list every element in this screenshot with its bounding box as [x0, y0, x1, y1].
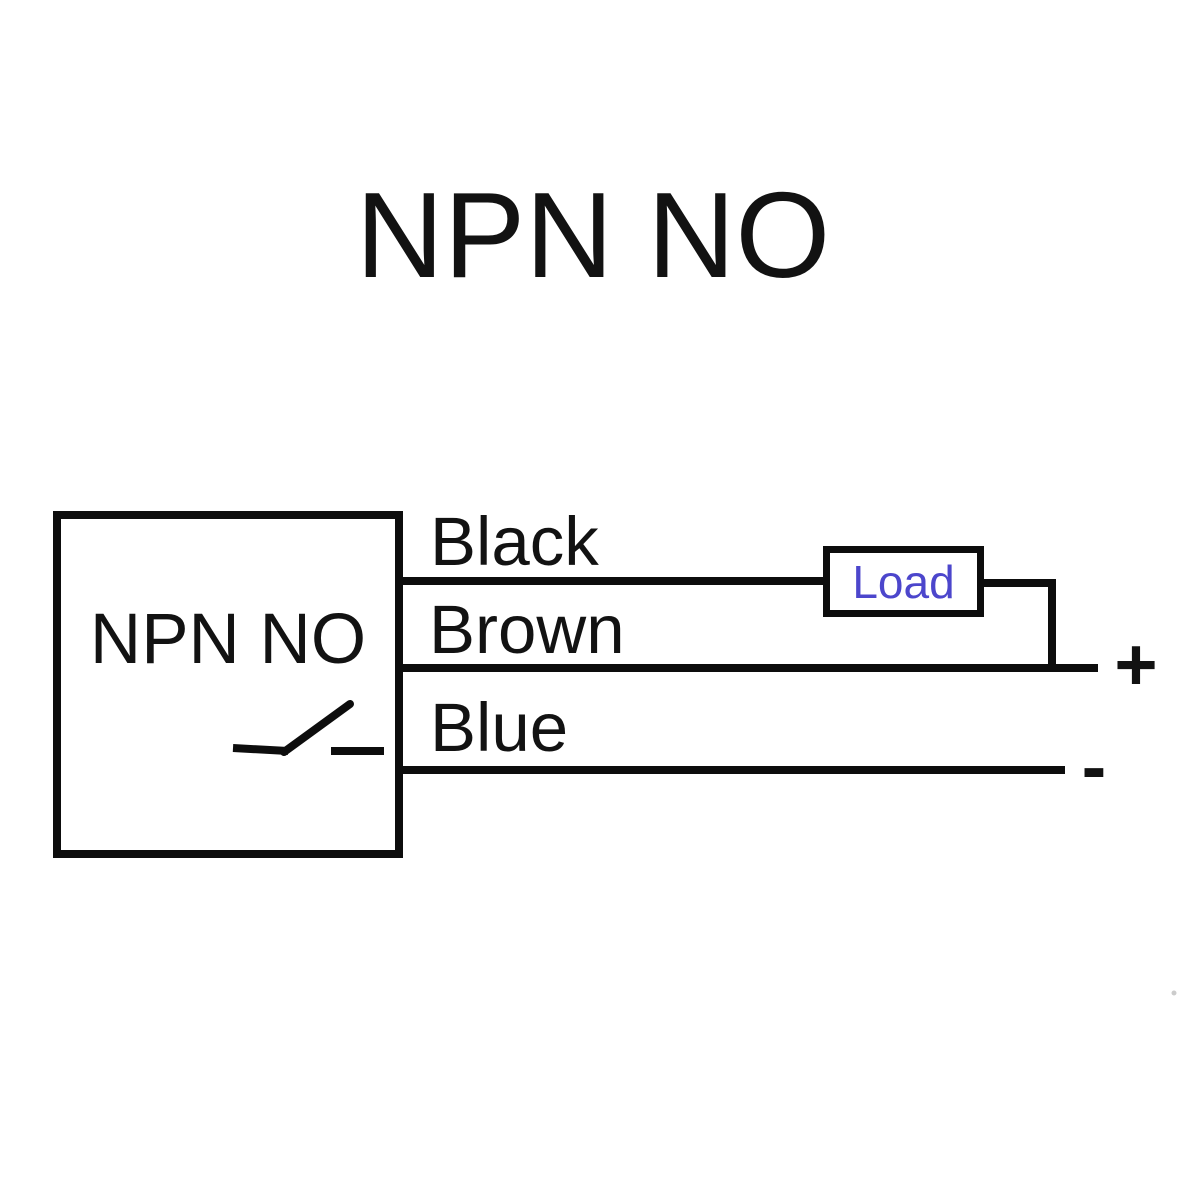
switch-blade — [280, 700, 354, 756]
diagram-title: NPN NO — [355, 167, 831, 303]
load-box: Load — [823, 546, 984, 617]
blue-wire-label: Blue — [430, 689, 569, 766]
positive-terminal-label: + — [1114, 623, 1158, 706]
negative-terminal-label: - — [1081, 725, 1107, 808]
brown-wire-label: Brown — [429, 591, 625, 668]
switch-left-lead — [232, 744, 289, 755]
sensor-box-label: NPN NO — [89, 600, 367, 679]
black-wire-label: Black — [430, 503, 599, 580]
artifact-speck — [1171, 990, 1177, 996]
load-label: Load — [852, 555, 955, 608]
sensor-box-outline — [53, 511, 403, 858]
